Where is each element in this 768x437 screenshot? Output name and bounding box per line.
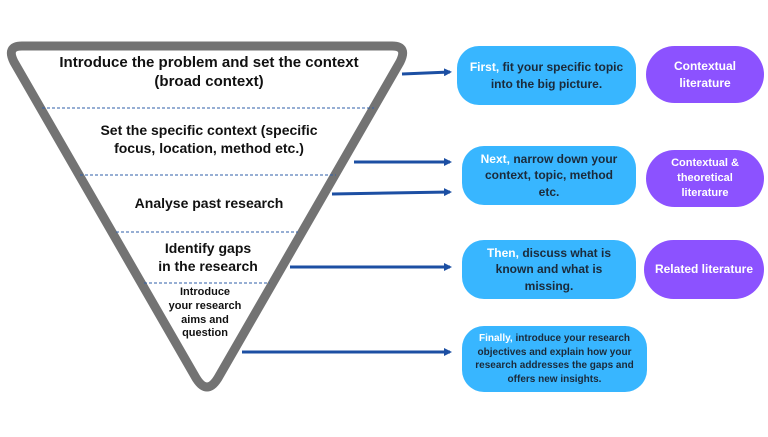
step-first-text: fit your specific topic into the big pic… xyxy=(490,60,624,91)
funnel-level-4: Identify gaps in the research xyxy=(120,240,296,275)
literature-pill-related: Related literature xyxy=(644,240,764,299)
funnel-triangle xyxy=(6,41,408,392)
step-then-lead: Then, xyxy=(486,246,519,261)
funnel-level-3-line1: Analyse past research xyxy=(134,195,284,211)
step-then-text: discuss what is known and what is missin… xyxy=(495,246,612,293)
literature-pill-contextual-theoretical-label: Contextual & theoretical literature xyxy=(671,157,739,199)
step-bubble-finally: Finally, introduce your research objecti… xyxy=(462,326,647,392)
funnel-level-5-line4: question xyxy=(182,327,228,340)
step-next-text: narrow down your context, topic, method … xyxy=(484,152,618,199)
funnel-level-4-line1: Identify gaps xyxy=(164,240,252,256)
funnel-level-5: Introduce your research aims and questio… xyxy=(150,286,260,341)
funnel-level-1-line1: Introduce the problem and set the contex… xyxy=(59,54,359,71)
literature-pill-contextual-label: Contextual literature xyxy=(673,59,736,90)
arrow-1 xyxy=(401,68,452,77)
funnel-level-1-line2: (broad context) xyxy=(154,72,264,90)
funnel-level-5-line2: your research xyxy=(168,299,242,312)
step-finally-lead: Finally, xyxy=(479,333,513,344)
step-next-lead: Next, xyxy=(480,152,510,167)
literature-pill-contextual: Contextual literature xyxy=(646,46,764,103)
funnel-level-2-line1: Set the specific context (specific xyxy=(100,122,318,138)
arrow-3 xyxy=(331,188,452,197)
funnel-level-1: Introduce the problem and set the contex… xyxy=(20,54,398,92)
step-bubble-next: Next, narrow down your context, topic, m… xyxy=(462,146,636,205)
funnel-level-3: Analyse past research xyxy=(90,195,328,213)
funnel-level-4-line2: in the research xyxy=(158,257,258,274)
literature-pill-related-label: Related literature xyxy=(654,262,754,277)
funnel-level-2: Set the specific context (specific focus… xyxy=(50,122,368,157)
step-bubble-then: Then, discuss what is known and what is … xyxy=(462,240,636,299)
funnel-level-5-line3: aims and xyxy=(181,313,229,326)
step-first-lead: First, xyxy=(469,60,500,75)
step-bubble-first: First, fit your specific topic into the … xyxy=(457,46,636,105)
funnel-level-2-line2: focus, location, method etc.) xyxy=(114,139,304,156)
literature-pill-contextual-theoretical: Contextual & theoretical literature xyxy=(646,150,764,207)
step-finally-text: introduce your research objectives and e… xyxy=(475,333,634,385)
funnel-level-5-line1: Introduce xyxy=(179,286,231,298)
